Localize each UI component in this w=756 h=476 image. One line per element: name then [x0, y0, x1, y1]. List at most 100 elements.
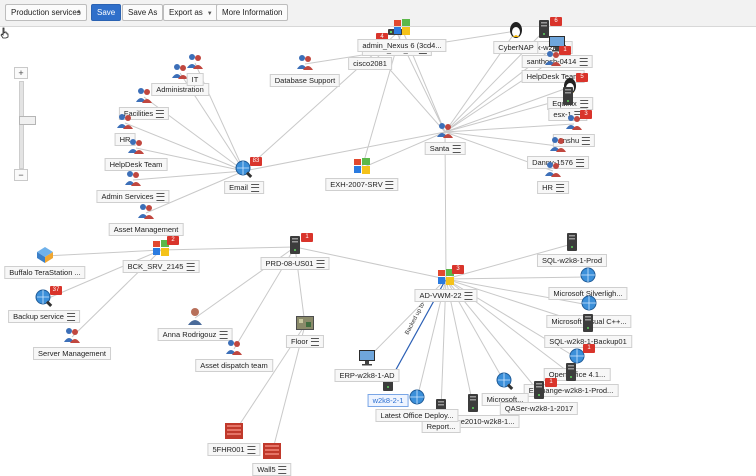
- alarm-count-badge[interactable]: 2: [167, 236, 179, 245]
- globe-icon[interactable]: [578, 265, 598, 285]
- details-list-icon[interactable]: [579, 100, 588, 109]
- alarm-count-badge[interactable]: 1: [301, 233, 313, 242]
- node-floor[interactable]: Floor: [285, 316, 325, 349]
- node-erp[interactable]: ERP-w2k8-1-AD: [334, 350, 400, 382]
- node-label[interactable]: Wall5: [252, 463, 292, 476]
- node-label[interactable]: CyberNAP: [493, 41, 539, 54]
- edge-email-admin_services[interactable]: [132, 170, 245, 181]
- group-icon[interactable]: [134, 85, 154, 105]
- group-icon[interactable]: [543, 159, 563, 179]
- alarm-count-badge[interactable]: 1: [545, 378, 557, 387]
- node-label[interactable]: cisco2081: [348, 57, 392, 70]
- edge-exh2007-santa[interactable]: [361, 131, 446, 169]
- view-select[interactable]: Production services ▲: [5, 4, 87, 21]
- details-list-icon[interactable]: [385, 181, 394, 190]
- node-sql-prod[interactable]: SQL-w2k8-1-Prod: [536, 233, 608, 267]
- node-label[interactable]: w2k8-2-1: [367, 394, 409, 407]
- save-button[interactable]: Save: [91, 4, 122, 21]
- node-esx1[interactable]: esx-1: [548, 87, 588, 122]
- node-database-support[interactable]: Database Support: [269, 55, 341, 87]
- zoom-slider-track[interactable]: [19, 81, 36, 169]
- details-list-icon[interactable]: [311, 338, 320, 347]
- alarm-count-badge[interactable]: 83: [250, 157, 262, 166]
- node-buffalo[interactable]: Buffalo TeraStation ...: [4, 247, 86, 279]
- edge-ad_vwm-ms_cpp[interactable]: [445, 278, 590, 306]
- group-icon[interactable]: [136, 201, 156, 221]
- node-label[interactable]: HelpDesk Team: [104, 158, 168, 171]
- node-w2k8-selected[interactable]: w2k8-2-1: [367, 373, 409, 407]
- node-label[interactable]: Exchange-w2k8-1-Prod...: [523, 384, 619, 397]
- group-icon[interactable]: [435, 120, 455, 140]
- node-cybernap[interactable]: CyberNAP: [493, 22, 539, 54]
- node-label[interactable]: Floor: [285, 335, 325, 349]
- edge-bck_srv-prd08[interactable]: [160, 246, 296, 251]
- node-label[interactable]: Anna Rodrigouz: [157, 328, 233, 342]
- linux-icon[interactable]: [506, 19, 526, 39]
- group-icon[interactable]: [224, 337, 244, 357]
- globe-icon[interactable]: [407, 387, 427, 407]
- details-list-icon[interactable]: [582, 137, 591, 146]
- globe-icon[interactable]: [567, 346, 587, 366]
- export-as-button[interactable]: Export as▼: [163, 4, 219, 21]
- node-facilities[interactable]: Facilities: [118, 88, 170, 121]
- node-label[interactable]: Backup service: [8, 310, 80, 324]
- node-label[interactable]: admin_Nexus 6 (3cd4...: [357, 39, 447, 52]
- node-label[interactable]: ERP-w2k8-1-AD: [334, 369, 400, 382]
- node-admin-services[interactable]: Admin Services: [96, 171, 170, 204]
- edge-email-hr_left[interactable]: [124, 122, 245, 172]
- zoom-in-button[interactable]: +: [14, 67, 28, 79]
- node-santa[interactable]: Santa: [424, 123, 466, 156]
- globe-icon[interactable]: [579, 293, 599, 313]
- alarm-count-badge[interactable]: 3: [580, 110, 592, 119]
- windows-icon[interactable]: [392, 17, 412, 37]
- node-danny[interactable]: Danny-1576: [527, 137, 589, 170]
- details-list-icon[interactable]: [156, 193, 165, 202]
- edge-email-helpdesk[interactable]: [135, 147, 245, 172]
- alarm-count-badge[interactable]: 1: [559, 46, 571, 55]
- details-list-icon[interactable]: [219, 331, 228, 340]
- server-icon[interactable]: [285, 235, 305, 255]
- group-icon[interactable]: [548, 134, 568, 154]
- node-label[interactable]: Buffalo TeraStation ...: [4, 266, 86, 279]
- details-list-icon[interactable]: [579, 58, 588, 67]
- details-list-icon[interactable]: [464, 292, 473, 301]
- edge-santa-danny[interactable]: [444, 131, 559, 147]
- alarm-count-badge[interactable]: 3: [452, 265, 464, 274]
- group-icon[interactable]: [295, 52, 315, 72]
- edge-email-asset_mgmt[interactable]: [145, 170, 245, 214]
- details-list-icon[interactable]: [278, 466, 287, 475]
- group-icon[interactable]: [170, 61, 190, 81]
- node-it[interactable]: IT: [186, 54, 204, 86]
- alarm-count-badge[interactable]: 37: [50, 286, 62, 295]
- globe-search-icon[interactable]: [495, 371, 515, 391]
- alarm-count-badge[interactable]: 4: [376, 33, 388, 42]
- node-label[interactable]: Server Management: [33, 347, 111, 360]
- node-label[interactable]: Administration: [151, 83, 209, 96]
- group-icon[interactable]: [115, 111, 135, 131]
- node-label[interactable]: Email: [224, 181, 264, 195]
- more-information-button[interactable]: More Information: [216, 4, 289, 21]
- node-label[interactable]: Facilities: [118, 107, 170, 121]
- details-list-icon[interactable]: [555, 184, 564, 193]
- node-ms-silverlight[interactable]: Microsoft Silverligh...: [548, 267, 628, 300]
- group-icon[interactable]: [123, 168, 143, 188]
- windows-icon[interactable]: [151, 238, 171, 258]
- node-label[interactable]: AD-VWM-22: [414, 289, 478, 303]
- node-label[interactable]: BCK_SRV_2145: [122, 260, 200, 274]
- person-icon[interactable]: [185, 306, 205, 326]
- alarm-count-badge[interactable]: 6: [550, 17, 562, 26]
- node-label[interactable]: Database Support: [269, 74, 341, 87]
- node-label[interactable]: Latest Office Deploy...: [375, 409, 459, 422]
- node-exh2007[interactable]: EXH-2007-SRV: [325, 158, 399, 192]
- alarm-count-badge[interactable]: 5: [576, 73, 588, 82]
- zoom-slider-handle[interactable]: [19, 116, 36, 125]
- node-label[interactable]: 5FHR001: [207, 443, 261, 457]
- edge-santa-ad_vwm[interactable]: [444, 131, 447, 280]
- details-list-icon[interactable]: [186, 263, 195, 272]
